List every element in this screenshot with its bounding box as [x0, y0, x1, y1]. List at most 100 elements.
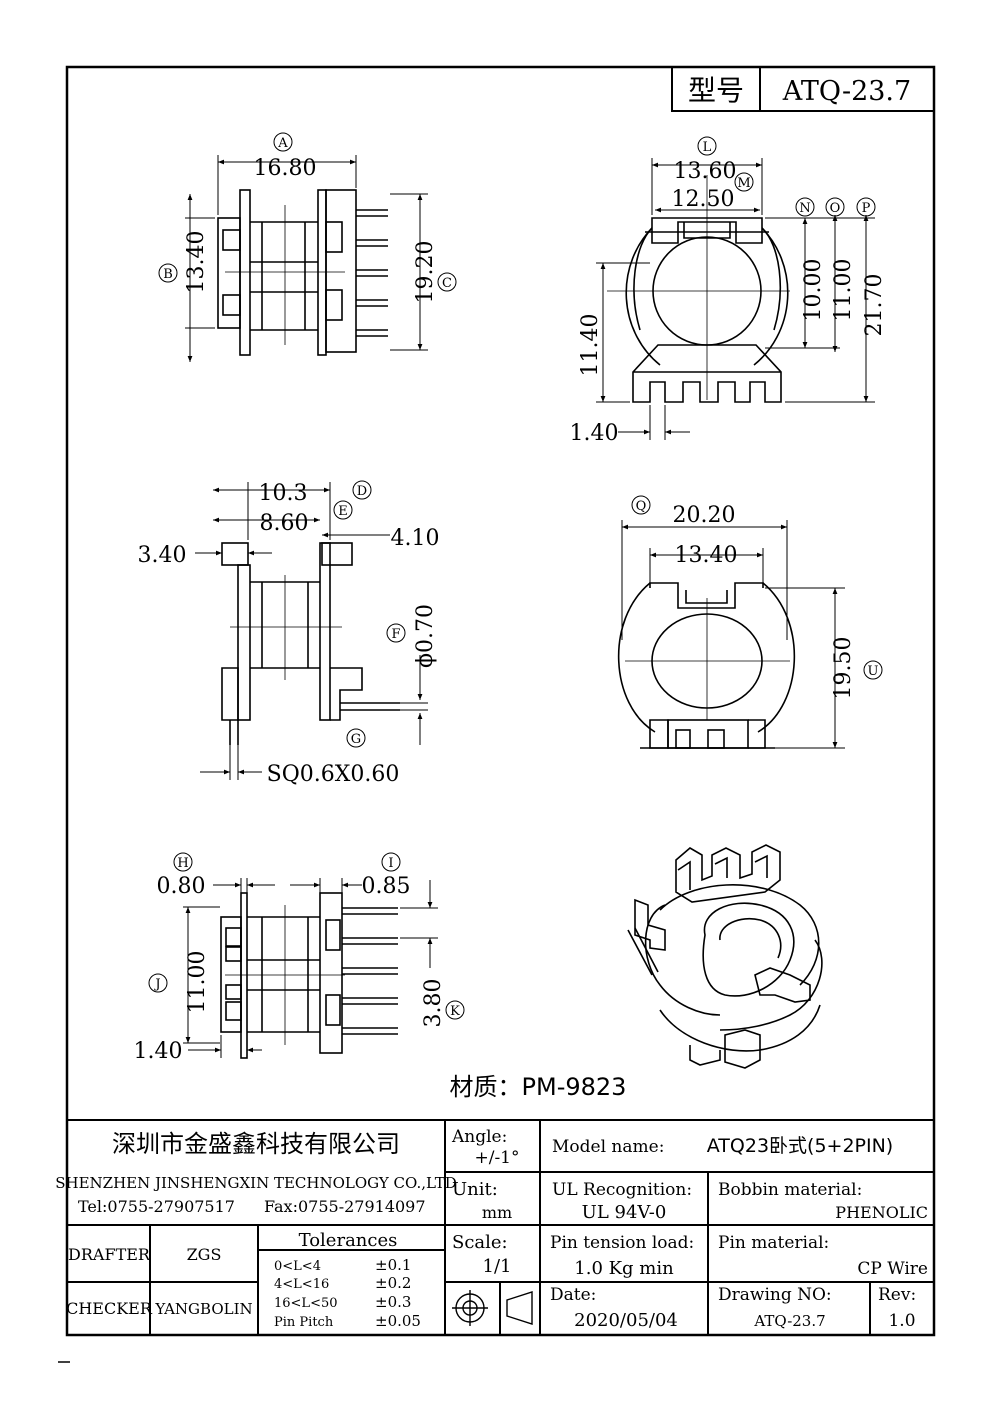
dim-p: 21.70: [862, 274, 887, 337]
tol-value-0: ±0.1: [375, 1256, 411, 1274]
view-side-top: [217, 189, 388, 356]
drawing-no-label: Drawing NO:: [718, 1285, 832, 1305]
dim-u: 19.50: [831, 637, 856, 700]
pin-tension-label: Pin tension load:: [550, 1233, 694, 1253]
dim-g: SQ0.6X0.60: [267, 762, 400, 787]
dim-114: 11.40: [578, 314, 603, 377]
dim-tag-p: P: [862, 201, 871, 216]
view-isometric: [627, 844, 823, 1069]
tol-range-1: 4<L<16: [274, 1277, 329, 1292]
dim-a: 16.80: [254, 156, 317, 181]
dim-j: 11.00: [185, 951, 210, 1014]
dim-tag-l: L: [703, 140, 712, 155]
tol-range-0: 0<L<4: [274, 1259, 321, 1274]
dim-tag-g: G: [351, 732, 361, 747]
model-name-value: ATQ23卧式(5+2PIN): [707, 1135, 893, 1157]
title-block: [67, 1119, 934, 1335]
pin-tension-value: 1.0 Kg min: [574, 1258, 674, 1279]
dim-tag-c: C: [442, 276, 452, 291]
material-line: 材质：PM-9823: [450, 1073, 627, 1101]
dim-tag-j: J: [153, 977, 160, 992]
dim-340: 3.40: [138, 543, 187, 568]
unit-value: mm: [482, 1203, 512, 1222]
angle-value: +/-1°: [474, 1148, 519, 1168]
title-block-text: 深圳市金盛鑫科技有限公司 SHENZHEN JINSHENGXIN TECHNO…: [55, 1127, 928, 1331]
dims-view3: [195, 482, 428, 780]
ul-label: UL Recognition:: [552, 1180, 692, 1200]
rev-value: 1.0: [888, 1311, 915, 1331]
dim-410: 4.10: [391, 526, 440, 551]
labels-view1: A 16.80 B 13.40 C 19.20: [158, 132, 457, 304]
view-side-bottom: [220, 892, 398, 1059]
dims-view4: [621, 520, 845, 749]
tolerances-title: Tolerances: [299, 1230, 398, 1251]
scale-label: Scale:: [452, 1232, 508, 1253]
scale-value: 1/1: [483, 1256, 512, 1277]
labels-view5: H 0.80 I 0.85 J 11.00 3.80 K 1.40: [134, 852, 465, 1064]
model-label: 型号: [688, 74, 744, 107]
dim-m: 12.50: [672, 187, 735, 212]
dim-k: 3.80: [421, 979, 446, 1028]
dim-tag-n: N: [799, 201, 810, 216]
bobbin-label: Bobbin material:: [718, 1180, 862, 1200]
dim-c: 19.20: [413, 241, 438, 304]
dim-b: 13.40: [184, 231, 209, 294]
checker-label: CHECKER: [66, 1299, 153, 1318]
checker-value: YANGBOLIN: [154, 1300, 252, 1318]
dim-f: ϕ0.70: [413, 604, 438, 668]
model-name-label: Model name:: [552, 1137, 664, 1157]
model-value: ATQ-23.7: [782, 76, 911, 107]
projection-symbol-icon: [452, 1290, 533, 1326]
dim-tag-i: I: [388, 856, 393, 871]
dim-n: 10.00: [801, 259, 826, 322]
dim-l: 13.60: [674, 159, 737, 184]
dims-view1: [185, 155, 428, 362]
dims-view2: [596, 158, 875, 440]
pin-material-value: CP Wire: [857, 1259, 928, 1279]
dim-tag-k: K: [450, 1004, 460, 1019]
dim-tag-o: O: [830, 201, 841, 216]
angle-label: Angle:: [451, 1127, 507, 1147]
tol-value-1: ±0.2: [375, 1274, 411, 1292]
dim-q: 20.20: [673, 503, 736, 528]
tel: Tel:0755-27907517: [78, 1197, 235, 1216]
dim-q-1340: 13.40: [675, 543, 738, 568]
date-label: Date:: [550, 1285, 596, 1305]
dim-tag-f: F: [391, 627, 400, 642]
dim-tag-u: U: [868, 664, 879, 679]
tol-value-2: ±0.3: [375, 1293, 411, 1311]
dim-tag-b: B: [163, 267, 173, 282]
tol-range-2: 16<L<50: [274, 1296, 338, 1311]
company-en: SHENZHEN JINSHENGXIN TECHNOLOGY CO.,LTD: [55, 1174, 457, 1192]
date-value: 2020/05/04: [574, 1310, 678, 1331]
dim-tag-a: A: [277, 136, 288, 151]
ul-value: UL 94V-0: [582, 1202, 667, 1223]
view-side-middle: [221, 542, 400, 745]
dim-tag-q: Q: [636, 499, 647, 514]
dim-i: 0.85: [362, 874, 411, 899]
dim-o: 11.00: [831, 259, 856, 322]
dim-h: 0.80: [157, 874, 206, 899]
tol-value-3: ±0.05: [375, 1312, 421, 1330]
dim-e: 8.60: [260, 511, 309, 536]
view-front-middle: [617, 582, 796, 749]
dim-tag-m: M: [737, 176, 750, 191]
tol-range-3: Pin Pitch: [274, 1315, 334, 1330]
labels-view2: L 13.60 M 12.50 N O P 10.00 11.00 21.70 …: [570, 136, 887, 446]
drafter-label: DRAFTER: [68, 1245, 151, 1264]
dims-view5: [183, 878, 438, 1058]
company-cn: 深圳市金盛鑫科技有限公司: [112, 1130, 400, 1158]
fax: Fax:0755-27914097: [264, 1197, 426, 1216]
labels-view4: Q 20.20 13.40 19.50 U: [631, 495, 883, 700]
dim-140-b: 1.40: [134, 1039, 183, 1064]
unit-label: Unit:: [452, 1179, 498, 1200]
model-box: 型号 ATQ-23.7: [671, 66, 935, 112]
rev-label: Rev:: [878, 1285, 916, 1305]
pin-material-label: Pin material:: [718, 1233, 829, 1253]
dim-d: 10.3: [259, 481, 308, 506]
dim-tag-h: H: [177, 856, 188, 871]
dim-tag-e: E: [338, 504, 348, 519]
bobbin-value: PHENOLIC: [835, 1203, 928, 1222]
view-front-top: [607, 175, 790, 403]
